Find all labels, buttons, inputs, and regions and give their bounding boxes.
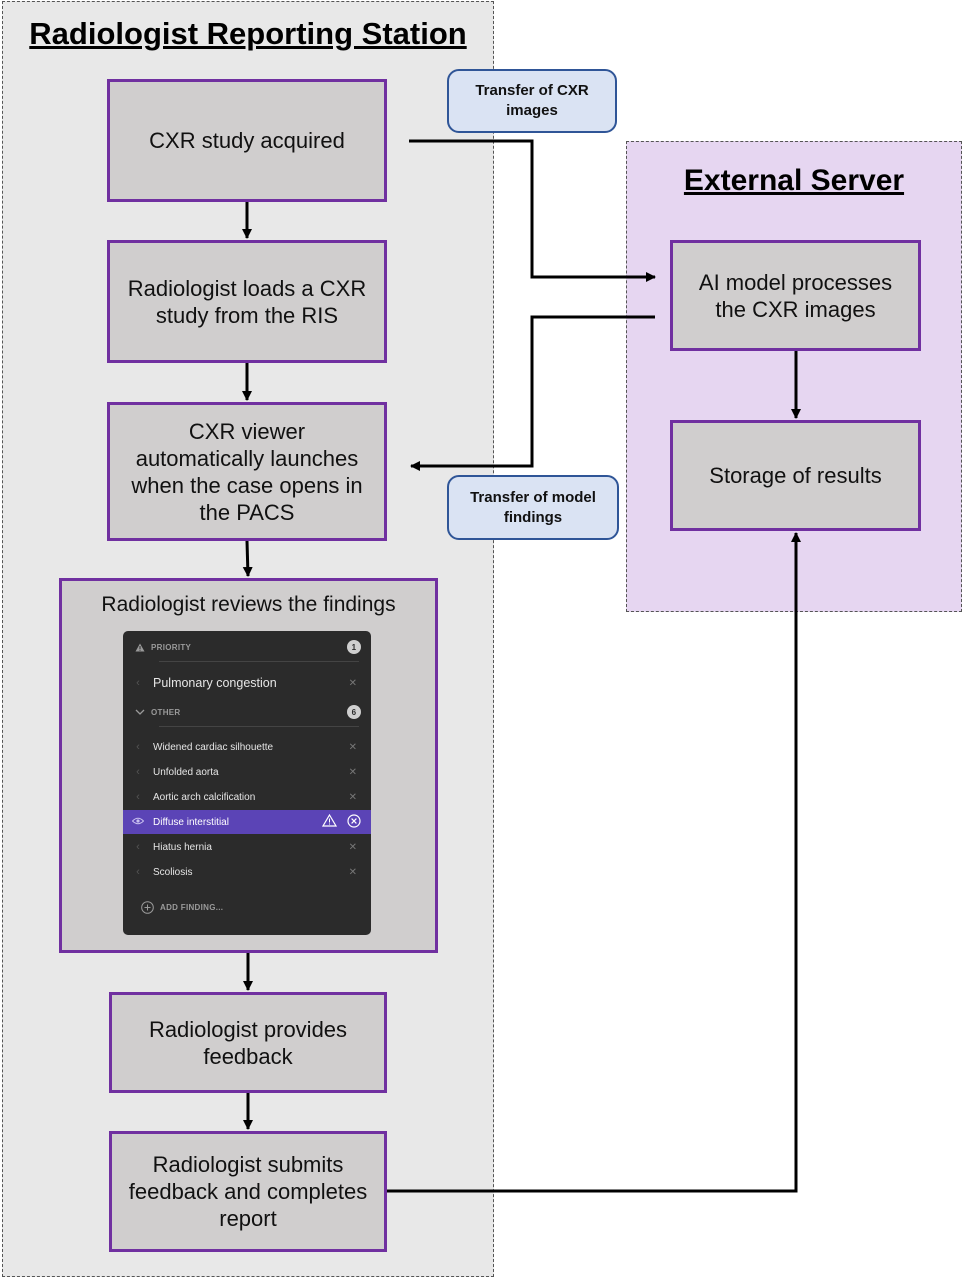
step-loads-study: Radiologist loads a CXR study from the R…: [107, 240, 387, 363]
step-ai-model: AI model processes the CXR images: [670, 240, 921, 351]
chevron-left-icon: ‹: [136, 766, 140, 778]
other-count-badge: 6: [347, 705, 361, 719]
add-finding-label: ADD FINDING...: [160, 903, 224, 912]
callout-transfer-findings-label: Transfer of model findings: [470, 488, 596, 526]
finding-item[interactable]: ‹ Widened cardiac silhouette ✕: [123, 735, 371, 759]
divider: [159, 726, 359, 727]
step-cxr-acquired: CXR study acquired: [107, 79, 387, 202]
step-storage-label: Storage of results: [709, 463, 882, 488]
add-finding-button[interactable]: ADD FINDING...: [141, 901, 223, 914]
station-title: Radiologist Reporting Station: [29, 16, 467, 51]
chevron-left-icon: ‹: [136, 677, 140, 689]
priority-section-header[interactable]: PRIORITY 1: [135, 637, 361, 657]
warning-icon[interactable]: [321, 813, 338, 830]
finding-item[interactable]: ‹ Aortic arch calcification ✕: [123, 785, 371, 809]
close-circle-icon[interactable]: [347, 813, 361, 831]
finding-label: Hiatus hernia: [153, 841, 212, 853]
step-submits-feedback-label: Radiologist submits feedback and complet…: [128, 1152, 368, 1231]
step-loads-study-label: Radiologist loads a CXR study from the R…: [127, 275, 367, 328]
warning-icon: [135, 643, 149, 652]
remove-finding-icon[interactable]: ✕: [348, 791, 357, 803]
other-section-header[interactable]: OTHER 6: [135, 702, 361, 722]
finding-label: Pulmonary congestion: [153, 676, 277, 690]
chevron-down-icon: [135, 709, 149, 716]
step-reviews-findings-label: Radiologist reviews the findings: [101, 593, 396, 616]
remove-finding-icon[interactable]: ✕: [348, 841, 357, 853]
remove-finding-icon[interactable]: ✕: [348, 866, 357, 878]
remove-finding-icon[interactable]: ✕: [348, 766, 357, 778]
chevron-left-icon: ‹: [136, 866, 140, 878]
step-ai-model-label: AI model processes the CXR images: [698, 269, 893, 322]
finding-item[interactable]: ‹ Scoliosis ✕: [123, 860, 371, 884]
finding-item-pulmonary-congestion[interactable]: ‹ Pulmonary congestion ✕: [123, 671, 371, 695]
chevron-left-icon: ‹: [136, 741, 140, 753]
finding-label: Scoliosis: [153, 866, 193, 878]
remove-finding-icon[interactable]: ✕: [348, 677, 357, 689]
callout-transfer-images: Transfer of CXR images: [447, 69, 617, 133]
step-viewer-launches-label: CXR viewer automatically launches when t…: [131, 418, 363, 525]
eye-icon[interactable]: [123, 816, 153, 828]
finding-label: Unfolded aorta: [153, 766, 219, 778]
step-storage: Storage of results: [670, 420, 921, 531]
step-viewer-launches: CXR viewer automatically launches when t…: [107, 402, 387, 541]
step-submits-feedback: Radiologist submits feedback and complet…: [109, 1131, 387, 1252]
priority-count-badge: 1: [347, 640, 361, 654]
finding-item[interactable]: ‹ Unfolded aorta ✕: [123, 760, 371, 784]
finding-label: Aortic arch calcification: [153, 791, 256, 803]
priority-label: PRIORITY: [151, 642, 192, 652]
plus-circle-icon: [141, 901, 154, 914]
remove-finding-icon[interactable]: ✕: [348, 741, 357, 753]
step-cxr-acquired-label: CXR study acquired: [149, 128, 345, 153]
server-title: External Server: [683, 164, 905, 197]
findings-panel: PRIORITY 1 ‹ Pulmonary congestion ✕ OTHE…: [123, 631, 371, 935]
callout-transfer-findings: Transfer of model findings: [447, 475, 619, 540]
step-provides-feedback: Radiologist provides feedback: [109, 992, 387, 1093]
finding-item-selected[interactable]: Diffuse interstitial: [123, 810, 371, 834]
step-provides-feedback-label: Radiologist provides feedback: [148, 1016, 348, 1069]
divider: [159, 661, 359, 662]
finding-item[interactable]: ‹ Hiatus hernia ✕: [123, 835, 371, 859]
callout-transfer-images-label: Transfer of CXR images: [475, 82, 589, 119]
external-server-region: External Server: [626, 141, 962, 612]
chevron-left-icon: ‹: [136, 841, 140, 853]
finding-label: Diffuse interstitial: [153, 816, 229, 828]
finding-label: Widened cardiac silhouette: [153, 741, 274, 753]
chevron-left-icon: ‹: [136, 791, 140, 803]
other-label: OTHER: [151, 707, 181, 717]
